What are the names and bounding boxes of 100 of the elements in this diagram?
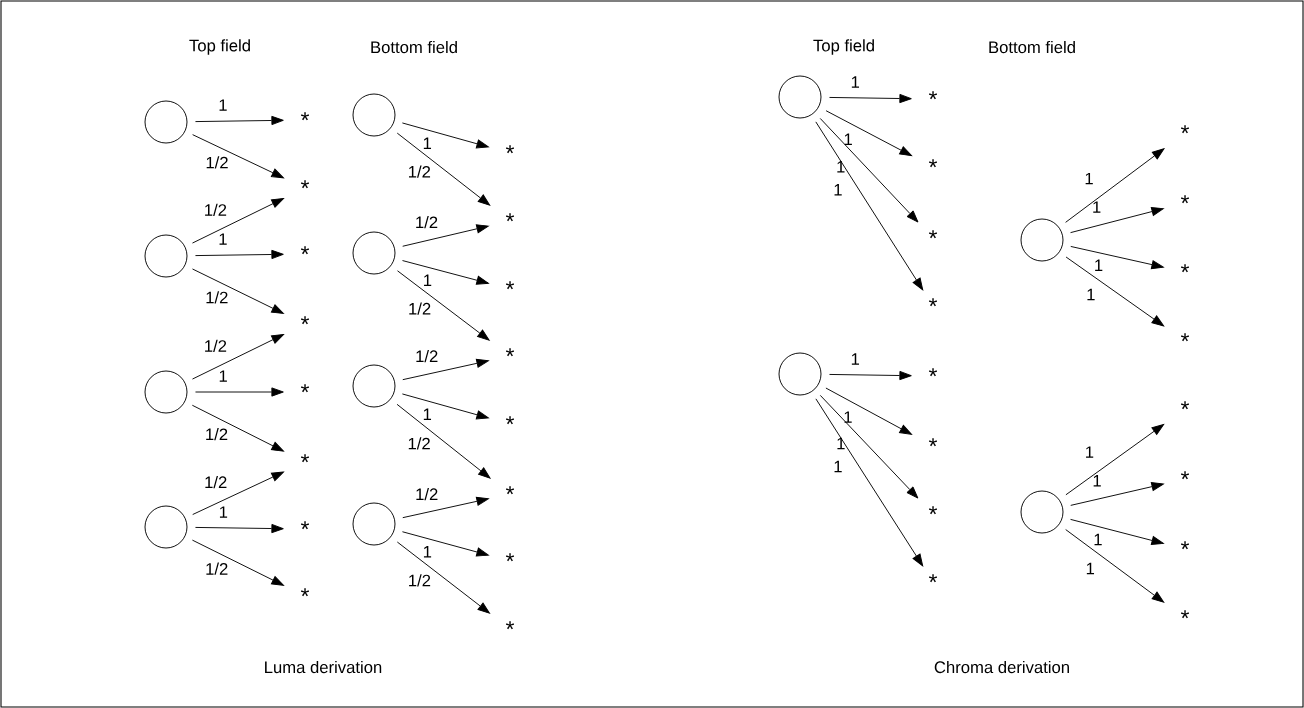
edge-label: 1/2 (205, 203, 227, 216)
edge-label: 1/2 (205, 339, 227, 352)
circle (1020, 490, 1064, 534)
edge-label: 1 (1086, 446, 1094, 458)
edge-label: 1 (1085, 172, 1093, 185)
arrow (825, 110, 912, 157)
edge-label: 1 (1093, 201, 1101, 213)
arrow (195, 249, 284, 260)
edge-label: 1 (1095, 259, 1103, 272)
asterisk: * (505, 553, 515, 562)
arrow (1065, 148, 1165, 223)
circle (352, 93, 396, 137)
arrow (192, 471, 284, 515)
arrow (1065, 423, 1165, 496)
arrow (815, 398, 924, 567)
edge-label: 1/2 (206, 428, 228, 441)
edge-label: 1/2 (206, 156, 228, 169)
edge-label: 1/2 (206, 291, 228, 304)
arrow (397, 270, 490, 341)
asterisk: * (1180, 541, 1190, 550)
asterisk: * (1180, 471, 1190, 480)
edge-label: 1 (219, 233, 227, 245)
arrow (402, 260, 489, 285)
edge-label: 1 (424, 274, 432, 287)
field-heading: Bottom field (371, 40, 457, 54)
asterisk: * (300, 588, 310, 597)
edge-label: 1 (837, 437, 845, 450)
edge-label: 1 (1087, 288, 1095, 301)
edge-label: 1 (851, 76, 859, 88)
arrow (195, 523, 284, 534)
caption: Chroma derivation (934, 660, 1069, 674)
asterisk: * (300, 112, 310, 121)
edge-label: 1 (844, 133, 852, 146)
asterisk: * (300, 180, 310, 189)
circle (352, 364, 396, 408)
asterisk: * (928, 298, 938, 307)
asterisk: * (1180, 610, 1190, 619)
edge-label: 1/2 (409, 302, 431, 315)
asterisk: * (928, 159, 938, 168)
caption: Luma derivation (265, 660, 382, 674)
edge-label: 1 (851, 353, 859, 365)
arrow (191, 404, 284, 452)
arrow (829, 370, 912, 381)
edge-label: 1 (219, 99, 227, 111)
asterisk: * (1180, 195, 1190, 204)
arrow (825, 387, 912, 435)
asterisk: * (300, 521, 310, 530)
field-heading: Bottom field (989, 40, 1075, 54)
circle (352, 502, 396, 546)
asterisk: * (1180, 401, 1190, 410)
arrow (402, 358, 489, 381)
edge-label: 1/2 (416, 216, 438, 229)
edge-label: 1 (423, 546, 432, 558)
circle (778, 75, 822, 119)
asterisk: * (1180, 333, 1190, 342)
arrow (192, 134, 284, 179)
asterisk: * (505, 213, 515, 222)
circle (144, 505, 188, 549)
arrow (402, 224, 489, 247)
edge-label: 1 (834, 460, 842, 473)
arrow (1065, 256, 1165, 327)
edge-label: 1 (844, 411, 852, 423)
arrow (396, 403, 491, 479)
circle (144, 370, 188, 414)
asterisk: * (300, 454, 310, 463)
asterisk: * (300, 384, 310, 393)
edge-label: 1 (834, 184, 842, 196)
asterisk: * (928, 91, 938, 100)
asterisk: * (505, 281, 515, 290)
arrow (402, 496, 489, 519)
arrow (401, 122, 489, 149)
edge-label: 1 (219, 506, 228, 518)
edge-label: 1/2 (206, 562, 228, 575)
edge-label: 1/2 (416, 349, 438, 363)
arrow (191, 539, 284, 586)
edge-label: 1 (423, 137, 431, 149)
arrow (396, 541, 490, 614)
asterisk: * (928, 230, 938, 239)
asterisk: * (1180, 264, 1190, 273)
asterisk: * (300, 316, 310, 325)
arrow (815, 121, 924, 291)
asterisk: * (928, 438, 938, 447)
edge-label: 1/2 (416, 487, 438, 501)
asterisk: * (928, 368, 938, 377)
circle (144, 100, 188, 144)
asterisk: * (928, 506, 938, 515)
edge-label: 1/2 (408, 437, 430, 450)
arrow (195, 115, 284, 126)
arrow (1070, 245, 1164, 270)
edge-label: 1 (1086, 562, 1094, 575)
edge-label: 1 (837, 161, 845, 173)
asterisk: * (505, 621, 515, 630)
arrow (1070, 482, 1164, 506)
field-heading: Top field (189, 39, 250, 55)
asterisk: * (1180, 125, 1190, 134)
asterisk: * (505, 486, 515, 495)
edge-label: 1 (423, 408, 431, 420)
arrow (192, 334, 284, 380)
arrow (192, 198, 284, 244)
asterisk: * (505, 145, 515, 154)
